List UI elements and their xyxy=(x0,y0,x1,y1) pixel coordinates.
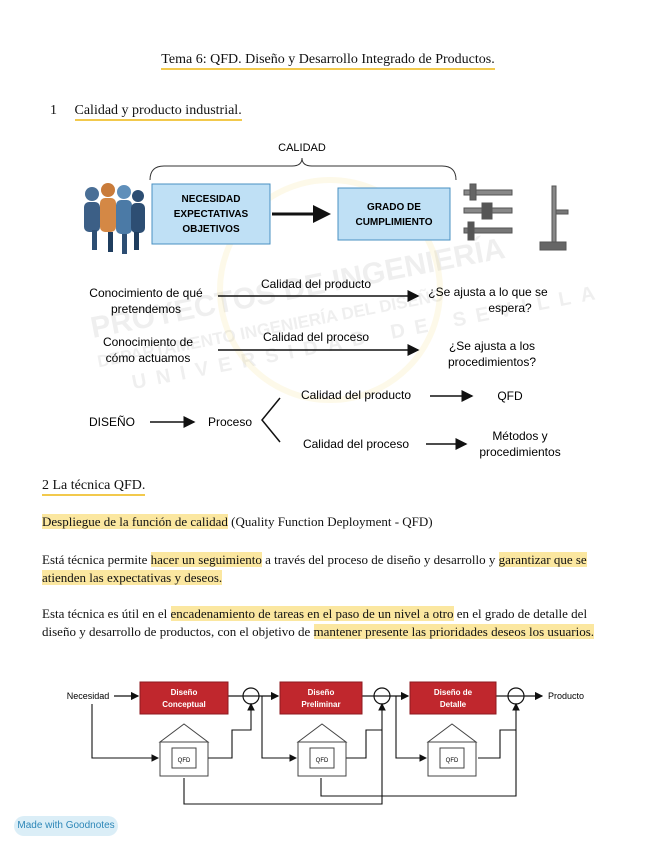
p2-text-c: a través del proceso de diseño y desarro… xyxy=(261,552,499,567)
row1-right-line-1: ¿Se ajusta a lo que se xyxy=(428,285,548,299)
fulfillment-box-line-1: GRADO DE xyxy=(367,202,421,213)
page-title: Tema 6: QFD. Diseño y Desarrollo Integra… xyxy=(0,52,656,70)
box-conceptual-line-2: Conceptual xyxy=(162,700,206,709)
row2-left-line-1: Conocimiento de xyxy=(103,335,193,349)
row2-right-line-2: procedimientos? xyxy=(448,355,536,369)
section-1-title: Calidad y producto industrial. xyxy=(74,103,242,121)
proceso-branch xyxy=(261,397,281,443)
needs-box-line-1: NECESIDAD xyxy=(182,194,241,205)
measuring-tools-icon xyxy=(463,183,569,251)
qfd-label-2: QFD xyxy=(316,758,329,764)
house-of-quality-1 xyxy=(158,723,210,777)
qfd-label-3: QFD xyxy=(446,758,459,764)
fulfillment-box xyxy=(337,187,451,241)
row1-right-line-2: espera? xyxy=(488,301,532,315)
calidad-brace xyxy=(149,157,457,181)
p3-text-c: en el grado de detalle del diseño y desa… xyxy=(42,606,588,639)
needs-box-line-3: OBJETIVOS xyxy=(182,224,240,235)
people-group-icon xyxy=(84,183,145,254)
proceso-label: Proceso xyxy=(208,415,252,429)
branch-top-result: QFD xyxy=(497,389,523,403)
highlight-seguimiento: hacer un seguimiento xyxy=(150,552,262,567)
branch-bottom-result-line-2: procedimientos xyxy=(479,445,560,459)
goodnotes-badge[interactable]: Made with Goodnotes xyxy=(14,816,118,836)
fulfillment-box-line-2: CUMPLIMIENTO xyxy=(355,217,432,228)
box-detalle-line-1: Diseño de xyxy=(434,688,473,697)
p2-text-a: Está técnica permite xyxy=(42,552,151,567)
highlight-prioridades: mantener presente las prioridades deseos… xyxy=(313,624,595,639)
input-necesidad: Necesidad xyxy=(67,691,110,701)
section-1-number: 1 xyxy=(50,103,57,118)
branch-bottom-label: Calidad del proceso xyxy=(303,437,409,451)
summing-junctions xyxy=(242,687,525,705)
row2-arrow-label: Calidad del proceso xyxy=(263,330,369,344)
qfd-english-name: (Quality Function Deployment - QFD) xyxy=(227,514,433,529)
output-producto: Producto xyxy=(548,691,584,701)
box-conceptual xyxy=(139,681,229,715)
row1-arrow-label: Calidad del producto xyxy=(261,277,371,291)
row2-left-line-2: cómo actuamos xyxy=(106,351,191,365)
quality-diagram: PROYECTOS DE INGENIERÍA DEPARTAMENTO ING… xyxy=(84,142,607,459)
paragraph-qfd-definition: Despliegue de la función de calidad (Qua… xyxy=(42,513,622,531)
diseno-label: DISEÑO xyxy=(89,415,135,429)
qfd-label-1: QFD xyxy=(178,758,191,764)
highlight-encadenamiento: encadenamiento de tareas en el paso de u… xyxy=(170,606,454,621)
box-preliminar xyxy=(279,681,363,715)
row1-left-line-1: Conocimiento de qué xyxy=(89,286,203,300)
box-detalle-line-2: Detalle xyxy=(440,700,467,709)
box-conceptual-line-1: Diseño xyxy=(171,688,198,697)
row2-right-line-1: ¿Se ajusta a los xyxy=(449,339,535,353)
house-of-quality-3 xyxy=(426,723,478,777)
box-preliminar-line-2: Preliminar xyxy=(301,700,340,709)
p3-text-a: Esta técnica es útil en el xyxy=(42,606,171,621)
paragraph-qfd-usefulness: Esta técnica es útil en el encadenamient… xyxy=(42,605,622,641)
branch-top-label: Calidad del producto xyxy=(301,388,411,402)
branch-bottom-result-line-1: Métodos y xyxy=(492,429,547,443)
highlight-qfd-name: Despliegue de la función de calidad xyxy=(42,514,228,529)
house-of-quality-2 xyxy=(296,723,348,777)
row1-left-line-2: pretendemos xyxy=(111,302,181,316)
needs-box-line-2: EXPECTATIVAS xyxy=(174,209,249,220)
paragraph-qfd-purpose: Está técnica permite hacer un seguimient… xyxy=(42,551,622,587)
box-preliminar-line-1: Diseño xyxy=(308,688,335,697)
calidad-label: CALIDAD xyxy=(278,142,326,154)
feedback-lines xyxy=(91,696,520,805)
needs-box xyxy=(151,183,271,245)
section-2-heading: 2 La técnica QFD. xyxy=(42,478,146,496)
watermark-seal xyxy=(217,177,443,403)
box-detalle xyxy=(409,681,497,715)
qfd-flow-diagram: Necesidad Producto Diseño Conceptual Dis… xyxy=(67,681,584,805)
section-1-heading: 1 Calidad y producto industrial. xyxy=(50,103,242,121)
